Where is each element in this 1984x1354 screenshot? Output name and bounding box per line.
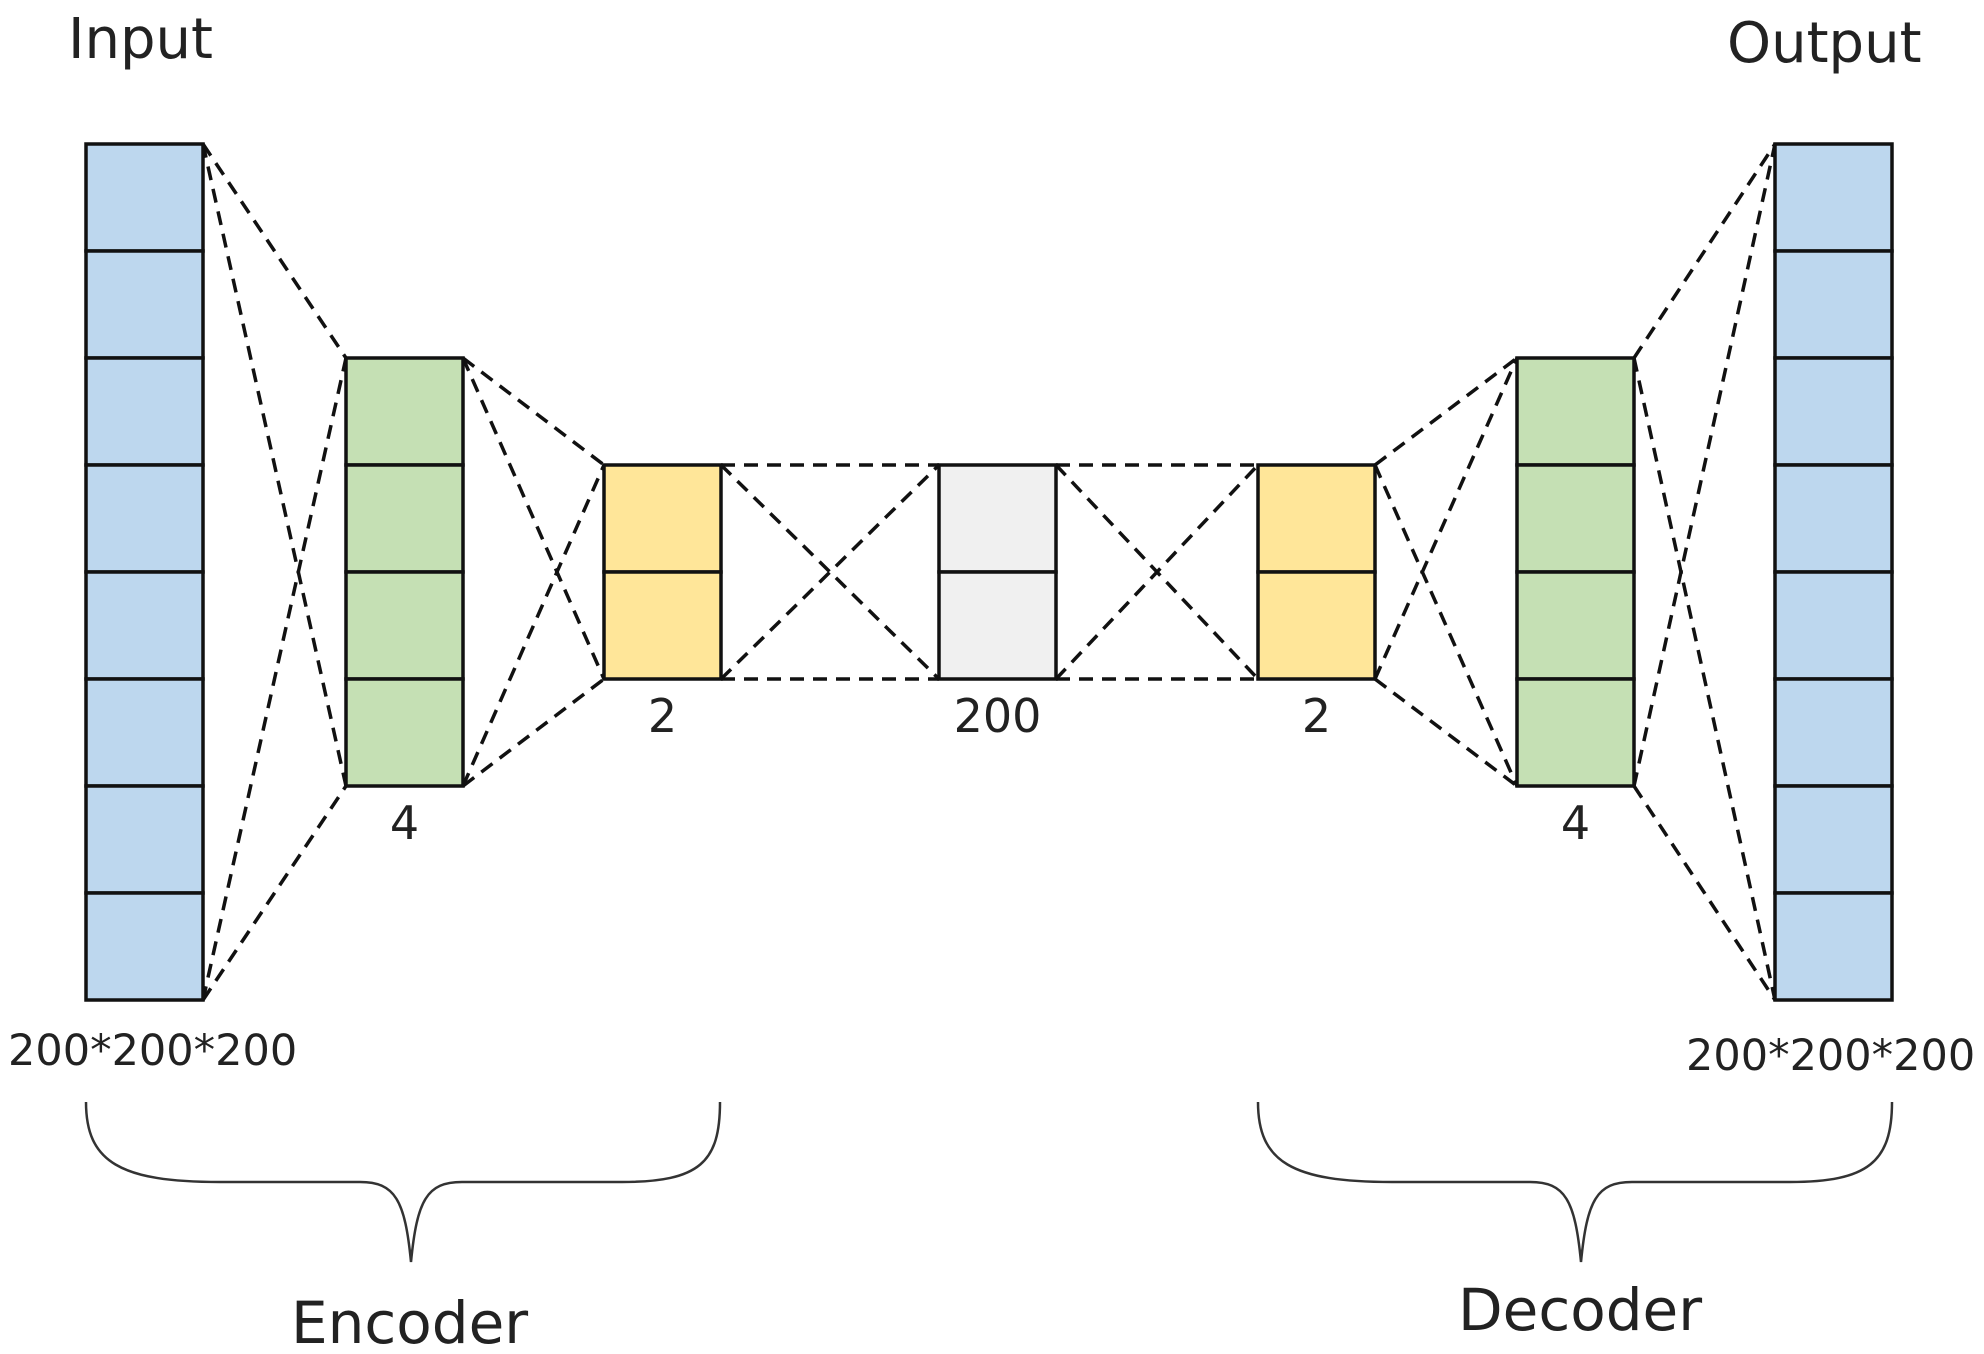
connection-line bbox=[461, 356, 606, 467]
connection-line bbox=[719, 463, 941, 681]
enc-code-size-label: 2 bbox=[648, 689, 677, 743]
output-node bbox=[1773, 463, 1894, 574]
enc-hidden-node bbox=[344, 677, 465, 788]
latent-size-label: 200 bbox=[954, 689, 1042, 743]
enc-code-node bbox=[602, 570, 723, 681]
connection-line bbox=[461, 464, 606, 787]
connection-line bbox=[201, 785, 348, 1001]
input-node bbox=[84, 356, 205, 467]
connection-line bbox=[1632, 785, 1777, 1001]
output-title: Output bbox=[1727, 11, 1922, 76]
dec-hidden-node bbox=[1515, 463, 1636, 574]
input-node bbox=[84, 784, 205, 895]
layer-enc-code bbox=[602, 463, 723, 681]
input-node bbox=[84, 570, 205, 681]
layer-blocks bbox=[84, 142, 1894, 1002]
output-node bbox=[1773, 677, 1894, 788]
connection-line bbox=[1632, 357, 1777, 1001]
connection-line bbox=[461, 677, 606, 788]
connection-line bbox=[719, 463, 941, 681]
output-node bbox=[1773, 570, 1894, 681]
dec-code-size-label: 2 bbox=[1302, 689, 1331, 743]
layer-dec-hidden bbox=[1515, 356, 1636, 788]
decoder-label: Decoder bbox=[1458, 1276, 1702, 1344]
decoder-brace bbox=[1256, 1101, 1894, 1263]
layer-size-labels: 4 2 200 2 4 bbox=[390, 689, 1590, 850]
encoder-brace bbox=[84, 1101, 722, 1263]
latent-node bbox=[937, 570, 1058, 681]
connection-line bbox=[1373, 356, 1519, 467]
layer-dec-code bbox=[1256, 463, 1377, 681]
input-node bbox=[84, 142, 205, 253]
output-node bbox=[1773, 891, 1894, 1002]
layer-input bbox=[84, 142, 205, 1002]
connection-line bbox=[201, 143, 348, 787]
dec-hidden-node bbox=[1515, 677, 1636, 788]
output-node bbox=[1773, 784, 1894, 895]
connection-line bbox=[1632, 143, 1777, 787]
connection-line bbox=[1373, 677, 1519, 788]
enc-hidden-node bbox=[344, 463, 465, 574]
encoder-label: Encoder bbox=[291, 1289, 528, 1354]
input-node bbox=[84, 249, 205, 360]
dec-hidden-node bbox=[1515, 356, 1636, 467]
enc-hidden-node bbox=[344, 356, 465, 467]
connection-line bbox=[201, 357, 348, 1001]
output-node bbox=[1773, 142, 1894, 253]
connection-line bbox=[1373, 464, 1519, 787]
connection-lines bbox=[201, 143, 1777, 1001]
output-node bbox=[1773, 356, 1894, 467]
connection-line bbox=[1632, 143, 1777, 359]
connection-line bbox=[1373, 357, 1519, 680]
input-node bbox=[84, 463, 205, 574]
connection-line bbox=[461, 357, 606, 680]
input-node bbox=[84, 677, 205, 788]
output-dims-label: 200*200*200 bbox=[1686, 1031, 1975, 1081]
output-node bbox=[1773, 249, 1894, 360]
input-dims-label: 200*200*200 bbox=[8, 1026, 297, 1076]
input-node bbox=[84, 891, 205, 1002]
layer-enc-hidden bbox=[344, 356, 465, 788]
latent-node bbox=[937, 463, 1058, 574]
connection-line bbox=[201, 143, 348, 359]
layer-output bbox=[1773, 142, 1894, 1002]
enc-hidden-node bbox=[344, 570, 465, 681]
input-title: Input bbox=[68, 7, 213, 72]
dec-code-node bbox=[1256, 570, 1377, 681]
enc-hidden-size-label: 4 bbox=[390, 796, 419, 850]
dec-hidden-node bbox=[1515, 570, 1636, 681]
dec-hidden-size-label: 4 bbox=[1561, 796, 1590, 850]
enc-code-node bbox=[602, 463, 723, 574]
layer-latent bbox=[937, 463, 1058, 681]
connection-line bbox=[1054, 463, 1260, 681]
dec-code-node bbox=[1256, 463, 1377, 574]
